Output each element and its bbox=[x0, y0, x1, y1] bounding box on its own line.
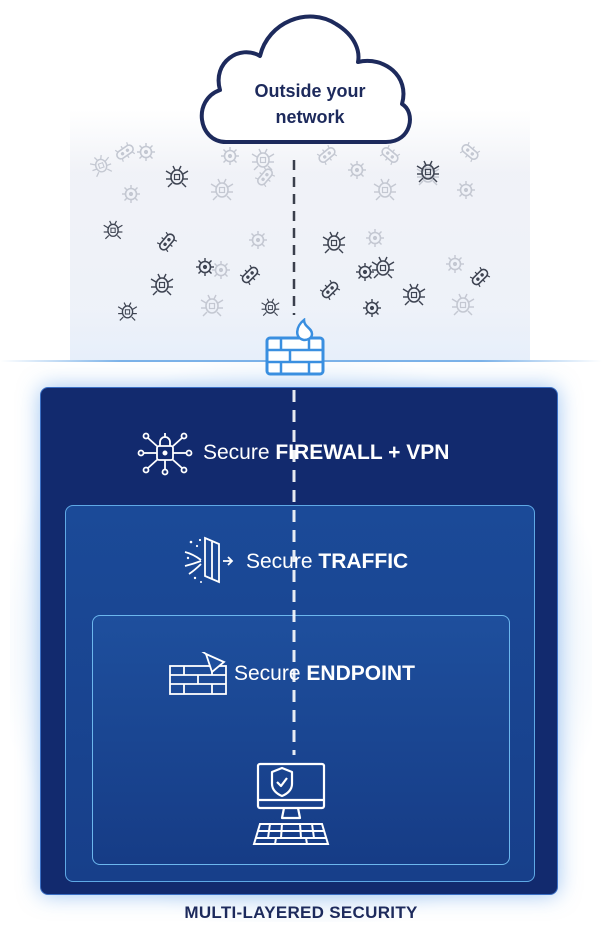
bug-icon bbox=[373, 178, 397, 201]
bug-icon bbox=[103, 220, 124, 240]
traffic-shield-icon bbox=[184, 536, 234, 584]
cloud-label-line2: network bbox=[275, 107, 345, 127]
bug-icon bbox=[200, 294, 224, 317]
firewall-vpn-label: Secure FIREWALL + VPN bbox=[203, 441, 450, 464]
cloud-icon bbox=[199, 14, 412, 144]
endpoint-label: Secure ENDPOINT bbox=[234, 662, 415, 685]
bug-icon bbox=[402, 283, 426, 306]
cloud-label: Outside your network bbox=[205, 78, 415, 130]
bug-icon bbox=[322, 231, 346, 254]
bug-icon bbox=[87, 152, 115, 179]
firewall-icon bbox=[265, 318, 325, 376]
connection-line bbox=[292, 160, 296, 755]
traffic-label: Secure TRAFFIC bbox=[246, 550, 409, 573]
cloud-label-line1: Outside your bbox=[254, 81, 366, 101]
bug-icon bbox=[260, 298, 280, 317]
bug-icon bbox=[210, 178, 234, 201]
brick-wall-trowel-icon bbox=[169, 652, 227, 695]
bug-icon bbox=[371, 256, 395, 279]
bug-icon bbox=[251, 148, 275, 171]
bug-icon bbox=[117, 301, 138, 322]
bug-icon bbox=[165, 165, 189, 188]
network-lock-icon bbox=[137, 432, 193, 476]
footer-title: MULTI-LAYERED SECURITY bbox=[184, 903, 418, 922]
keyboard-icon bbox=[252, 823, 330, 845]
monitor-shield-icon bbox=[252, 762, 330, 845]
bug-icon bbox=[451, 293, 475, 316]
bug-icon bbox=[150, 273, 174, 296]
